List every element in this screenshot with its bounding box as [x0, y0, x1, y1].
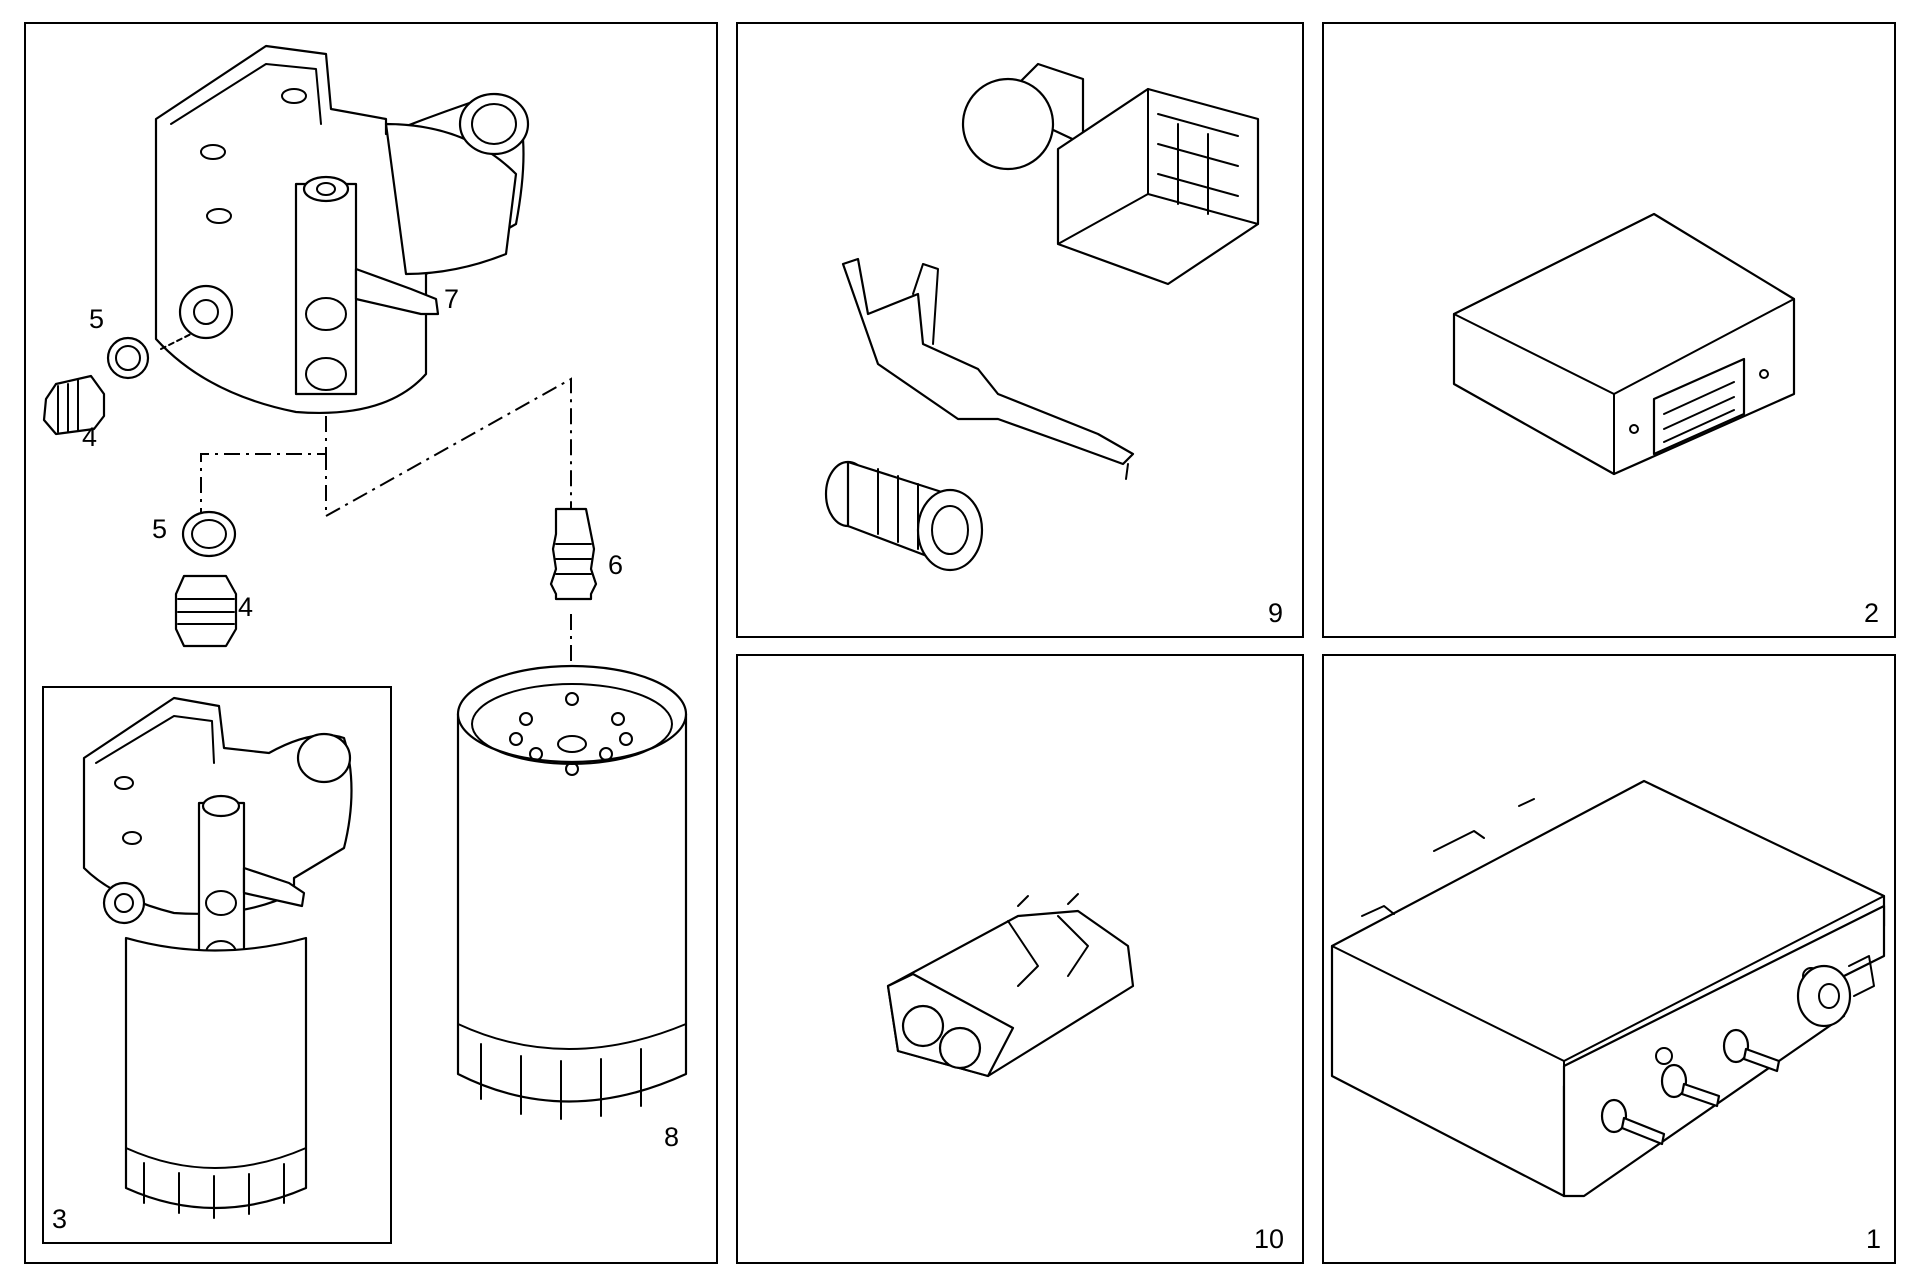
connector-kit-drawing: [824, 62, 1260, 572]
callout-item-9: 9: [1268, 598, 1284, 628]
callout-item-3: 3: [52, 1204, 68, 1234]
toggle-switch-3-icon: [1722, 1028, 1781, 1073]
filter-cartridge: [456, 664, 688, 1120]
callout-item-8: 8: [664, 1122, 680, 1152]
inset-assembled-filter: 3: [42, 686, 392, 1244]
callout-item-4-lower: 4: [238, 592, 254, 622]
toggle-switch-1-icon: [1600, 1098, 1666, 1146]
assembled-filter-drawing: [82, 696, 353, 1219]
multi-pin-connector-housing: [961, 62, 1260, 286]
hose-nipple: [549, 507, 598, 601]
wire-seal-grommet: [824, 460, 984, 572]
electronic-box-drawing: [1452, 212, 1796, 476]
two-way-connector-drawing: [886, 893, 1135, 1078]
callout-item-5-upper: 5: [89, 304, 105, 334]
panel-connector-kit: 9: [736, 22, 1304, 638]
filter-head: [154, 44, 530, 415]
callout-item-2: 2: [1864, 598, 1880, 628]
panel-control-unit: 1: [1322, 654, 1896, 1264]
banjo-fitting-lower: [174, 574, 238, 648]
callout-item-4-upper: 4: [82, 422, 98, 452]
callout-item-1: 1: [1866, 1224, 1882, 1254]
rotary-knob-icon: [1796, 955, 1875, 1028]
callout-item-5-lower: 5: [152, 514, 168, 544]
banjo-fitting-upper: [42, 374, 106, 436]
control-unit-drawing: [1330, 779, 1886, 1198]
seal-washer-lower: [181, 510, 237, 558]
crimp-terminal: [841, 257, 1135, 480]
panel-fuel-filter-assembly: 5 4 7 5 4 6 8 3: [24, 22, 718, 1264]
toggle-switch-2-icon: [1660, 1063, 1721, 1108]
fuel-filter-exploded-drawing: [42, 44, 688, 1120]
callout-item-10: 10: [1254, 1224, 1285, 1254]
panel-two-way-connector: 10: [736, 654, 1304, 1264]
panel-electronic-box: 2: [1322, 22, 1896, 638]
seal-washer-upper: [106, 336, 150, 380]
callout-item-7: 7: [444, 284, 460, 314]
callout-item-6: 6: [608, 550, 624, 580]
